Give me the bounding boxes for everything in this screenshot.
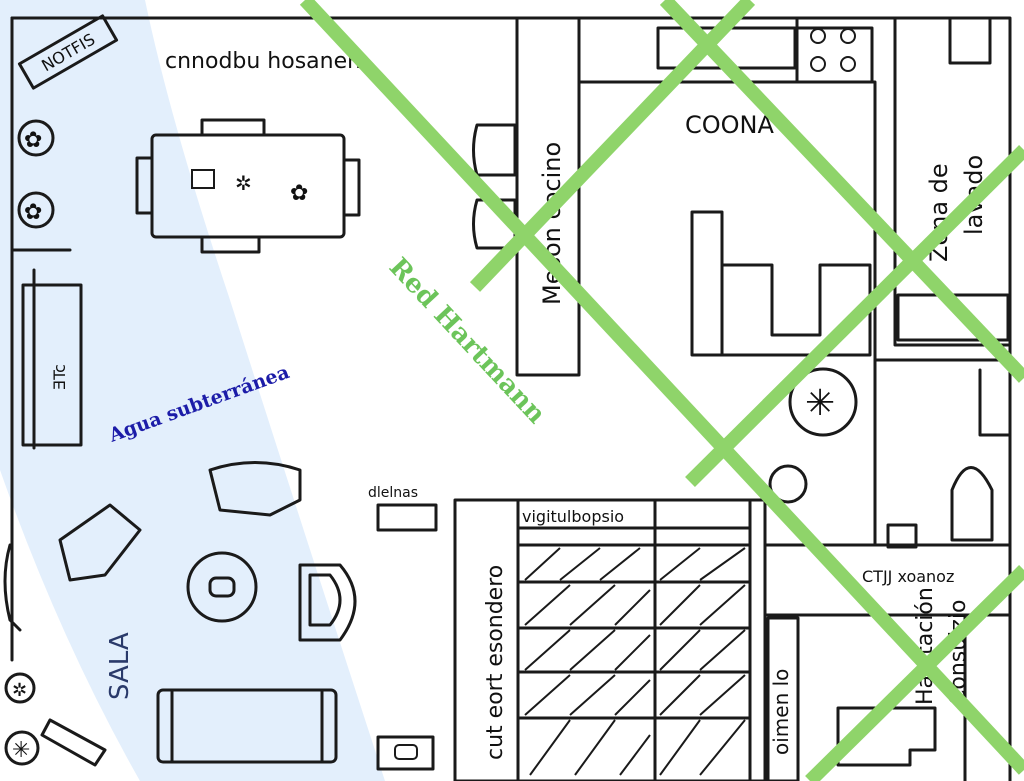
- kitchen-label: COONA: [685, 111, 774, 139]
- svg-text:✳: ✳: [12, 738, 30, 763]
- svg-text:✲: ✲: [12, 680, 27, 701]
- underground-water-zone: [0, 0, 385, 781]
- dining-table: ✲ ✿: [135, 118, 361, 254]
- dining-sign: [17, 14, 119, 90]
- svg-text:✲: ✲: [235, 171, 252, 195]
- hartmann-grid-label: Red Hartmann: [383, 252, 551, 430]
- storage-side-label: cut eort esondero: [483, 565, 508, 760]
- walls: [10, 16, 1012, 781]
- closet-label: oimen lo: [769, 669, 793, 755]
- corridor-label: CTJJ xoanoz: [862, 567, 954, 586]
- small-table-label: dlelnas: [368, 485, 418, 501]
- coffee-table: [186, 551, 258, 623]
- small-table: [376, 503, 438, 532]
- armchairs: [3, 461, 357, 642]
- side-stand: [376, 735, 435, 771]
- svg-text:✿: ✿: [24, 128, 42, 153]
- living-room-label: SALA: [105, 632, 135, 700]
- stove: [810, 28, 856, 72]
- side-cabinet: [21, 283, 83, 447]
- storage-header-label: vigitulbopsio: [522, 507, 624, 526]
- furniture: ✲ ✿ ✿ ✿ ✲ ✳ ✳: [3, 14, 858, 771]
- sofa: [156, 688, 338, 764]
- room-labels: NOTFIS cnnodbu hosanen COONA Mesón cocin…: [38, 30, 988, 760]
- dining-label: cnnodbu hosanen: [165, 49, 361, 74]
- plants: ✿ ✿ ✲ ✳ ✳: [4, 119, 858, 766]
- hartmann-grid-lines: [299, 0, 1024, 781]
- svg-text:✿: ✿: [24, 200, 42, 225]
- svg-text:✿: ✿: [290, 181, 308, 206]
- svg-text:✳: ✳: [805, 383, 835, 424]
- side-cabinet-label: ƎTc: [50, 364, 69, 390]
- lamp: [40, 718, 107, 767]
